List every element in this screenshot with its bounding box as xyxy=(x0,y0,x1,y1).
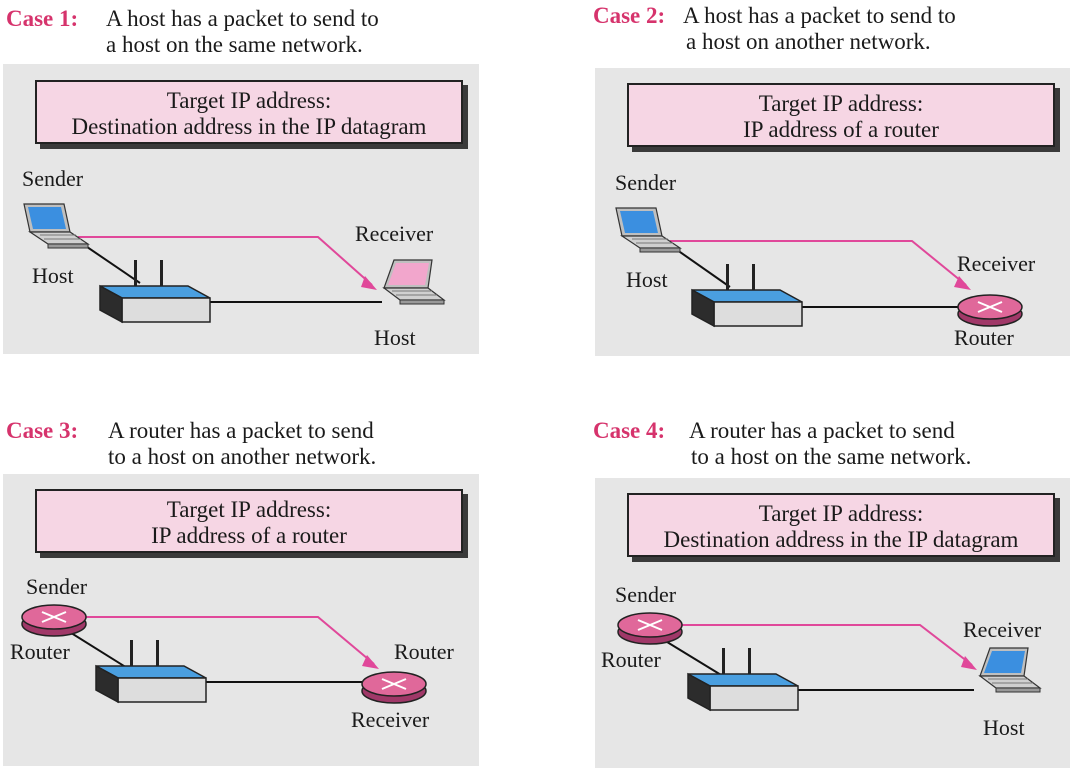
receiver-label: Receiver xyxy=(355,221,434,246)
router-icon xyxy=(21,604,87,637)
sender-label: Sender xyxy=(26,574,88,599)
laptop-icon xyxy=(382,259,446,305)
sender-label: Sender xyxy=(615,170,677,195)
target-ip-box: Target IP address: Destination address i… xyxy=(35,80,463,144)
laptop-icon xyxy=(978,647,1042,693)
description-line-1: A host has a packet to send to xyxy=(106,6,379,31)
laptop-icon xyxy=(23,203,90,249)
sender-device-label: Router xyxy=(10,639,70,664)
packet-path-arrow xyxy=(80,616,375,665)
target-ip-value: Destination address in the IP datagram xyxy=(71,114,427,139)
arrowhead-icon xyxy=(961,656,977,670)
router-icon xyxy=(957,294,1023,327)
receiver-label: Receiver xyxy=(957,251,1036,276)
target-ip-title: Target IP address: xyxy=(166,88,332,113)
description-line-2: a host on another network. xyxy=(686,29,931,54)
sender-device-label: Host xyxy=(32,263,74,288)
network-drawing xyxy=(615,207,1023,328)
target-ip-value: Destination address in the IP datagram xyxy=(663,527,1019,552)
sender-device-label: Host xyxy=(626,267,668,292)
network-drawing xyxy=(21,604,427,704)
description-line-1: A host has a packet to send to xyxy=(683,3,956,28)
case-label: Case 3: xyxy=(6,418,79,443)
description-line-2: to a host on another network. xyxy=(108,444,377,469)
case-label: Case 1: xyxy=(6,6,79,31)
description-line-2: to a host on the same network. xyxy=(691,444,972,469)
case-label: Case 2: xyxy=(593,3,666,28)
receiver-device-label: Router xyxy=(954,325,1014,350)
description-line-1: A router has a packet to send xyxy=(689,418,955,443)
receiver-device-label: Host xyxy=(374,325,416,350)
router-icon xyxy=(361,671,427,704)
packet-path-arrow xyxy=(674,624,973,666)
target-ip-title: Target IP address: xyxy=(758,501,924,526)
switch-icon xyxy=(99,260,211,324)
router-icon xyxy=(617,612,683,645)
sender-label: Sender xyxy=(22,166,84,191)
receiver-label: Receiver xyxy=(351,707,430,732)
target-ip-title: Target IP address: xyxy=(166,497,332,522)
sender-label: Sender xyxy=(615,582,677,607)
receiver-label: Receiver xyxy=(963,617,1042,642)
switch-icon xyxy=(691,264,803,328)
receiver-device-label: Router xyxy=(394,639,454,664)
target-ip-value: IP address of a router xyxy=(151,523,347,548)
packet-path-arrow xyxy=(670,240,967,286)
arrowhead-icon xyxy=(954,276,971,290)
target-ip-box: Target IP address: Destination address i… xyxy=(627,493,1055,557)
laptop-icon xyxy=(615,207,682,253)
target-ip-box: Target IP address: IP address of a route… xyxy=(35,489,463,553)
description-line-2: a host on the same network. xyxy=(106,32,363,57)
target-ip-box: Target IP address: IP address of a route… xyxy=(627,83,1055,147)
packet-path-arrow xyxy=(78,236,373,286)
switch-icon xyxy=(95,640,207,704)
receiver-device-label: Host xyxy=(983,715,1025,740)
target-ip-value: IP address of a router xyxy=(743,117,939,142)
network-drawing xyxy=(23,203,446,324)
arrowhead-icon xyxy=(362,655,379,669)
target-ip-title: Target IP address: xyxy=(758,91,924,116)
sender-device-label: Router xyxy=(601,647,661,672)
arrowhead-icon xyxy=(361,276,377,290)
description-line-1: A router has a packet to send xyxy=(108,418,374,443)
case-label: Case 4: xyxy=(593,418,666,443)
network-drawing xyxy=(617,612,1042,712)
switch-icon xyxy=(687,648,799,712)
